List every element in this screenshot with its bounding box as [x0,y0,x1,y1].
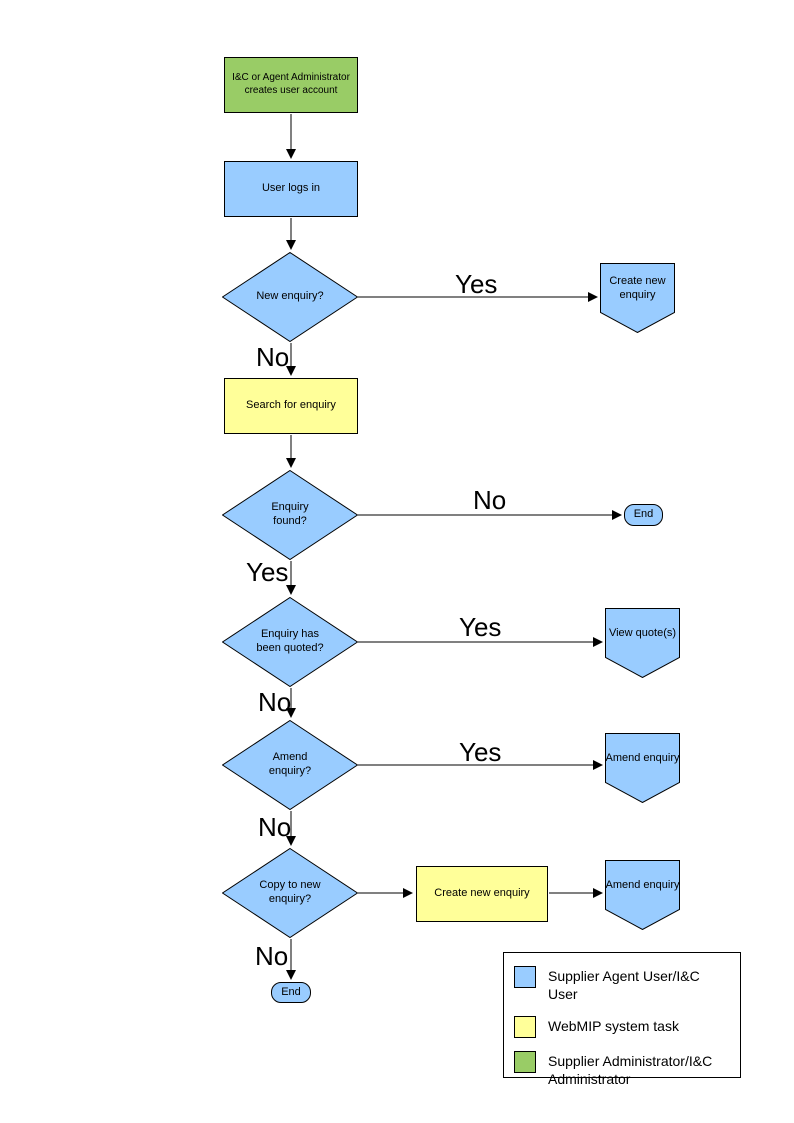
edge-label-new-enquiry-yes: Yes [455,269,498,299]
legend: Supplier Agent User/I&C User WebMIP syst… [503,952,741,1087]
edge-label-amend-yes: Yes [459,737,502,767]
decision-amend-enquiry: Amend enquiry? [222,720,358,810]
node-label: View quote(s) [608,627,677,640]
node-label: Create new enquiry [609,275,666,301]
legend-label: Supplier Agent User/I&C User [548,968,700,1002]
legend-label: WebMIP system task [548,1018,679,1034]
legend-swatch-task [514,1016,536,1038]
diamond-shape [222,848,358,938]
edge-label-quoted-no: No [258,687,292,717]
edge-label-copy-no: No [255,941,289,971]
edge-label-new-enquiry-no: No [256,342,290,372]
decision-enquiry-quoted: Enquiry has been quoted? [222,597,358,687]
node-label: Copy to new enquiry? [259,879,321,905]
legend-swatch-user [514,966,536,988]
node-label: End [633,508,654,521]
node-label: Amend enquiry [605,879,680,892]
diamond-shape [222,470,358,560]
offpage-shape [605,733,680,803]
node-label: Search for enquiry [246,399,336,412]
legend-row-user: Supplier Agent User/I&C User [514,966,730,1003]
offpage-amend-enquiry-2: Amend enquiry [605,860,680,930]
offpage-amend-enquiry-1: Amend enquiry [605,733,680,803]
edge-label-quoted-yes: Yes [459,612,502,642]
legend-row-task: WebMIP system task [514,1016,730,1038]
node-label: Amend enquiry [605,752,680,765]
terminator-end-right: End [624,504,663,526]
node-label: End [281,985,301,998]
edge-label-found-no: No [473,485,507,515]
offpage-create-new-enquiry: Create new enquiry [600,263,675,333]
diamond-shape [222,597,358,687]
decision-copy-to-new-enquiry: Copy to new enquiry? [222,848,358,938]
offpage-shape [600,263,675,333]
node-label: New enquiry? [256,290,324,303]
node-label: I&C or Agent Administrator creates user … [232,72,350,96]
edge-label-amend-no: No [258,812,292,842]
terminator-end-bottom: End [271,982,311,1003]
node-label: Amend enquiry? [268,751,312,777]
process-create-new-enquiry: Create new enquiry [416,866,548,922]
process-user-logs-in: User logs in [224,161,358,217]
edge-label-found-yes: Yes [246,557,289,587]
legend-row-admin: Supplier Administrator/I&C Administrator [514,1051,730,1088]
legend-swatch-admin [514,1051,536,1073]
process-create-user-account: I&C or Agent Administrator creates user … [224,57,358,113]
node-label: Create new enquiry [434,887,530,900]
node-label: Enquiry has been quoted? [256,628,324,654]
decision-enquiry-found: Enquiry found? [222,470,358,560]
offpage-view-quotes: View quote(s) [605,608,680,678]
diamond-shape [222,252,358,342]
offpage-shape [605,860,680,930]
process-search-for-enquiry: Search for enquiry [224,378,358,434]
legend-label: Supplier Administrator/I&C Administrator [548,1053,713,1087]
node-label: User logs in [261,182,321,195]
decision-new-enquiry: New enquiry? [222,252,358,342]
offpage-shape [605,608,680,678]
node-label: Enquiry found? [271,501,309,527]
diamond-shape [222,720,358,810]
